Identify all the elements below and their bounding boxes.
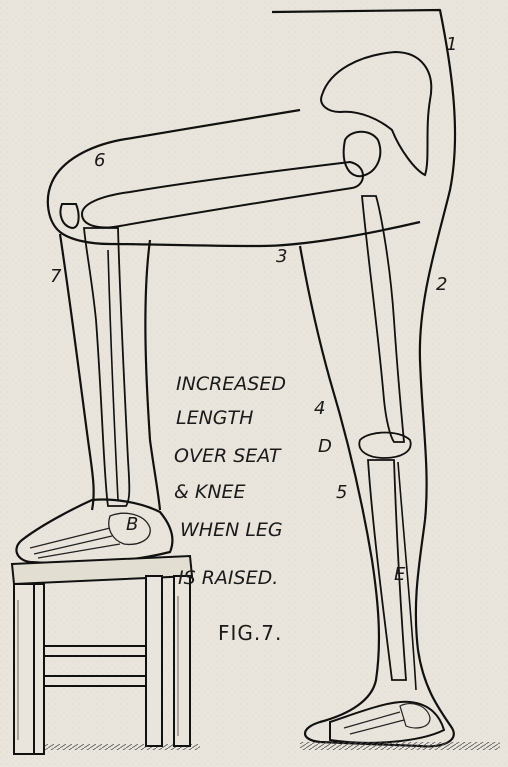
marker-2: 2: [436, 274, 447, 295]
marker-3: 3: [276, 246, 287, 267]
note-line: IS RAISED.: [178, 567, 278, 589]
marker-7: 7: [50, 266, 62, 287]
marker-4: 4: [314, 398, 325, 419]
marker-D: D: [318, 436, 332, 457]
floor-hatch: [300, 742, 500, 750]
marker-B: B: [126, 514, 138, 535]
note-line: OVER SEAT: [174, 445, 282, 467]
note-line: & KNEE: [174, 481, 246, 503]
marker-E: E: [394, 564, 406, 585]
marker-5: 5: [336, 482, 347, 503]
marker-1: 1: [446, 34, 457, 55]
figure-caption: FIG.7.: [218, 621, 282, 645]
note-line: LENGTH: [176, 407, 253, 429]
note-line: WHEN LEG: [180, 519, 283, 541]
note-line: INCREASED: [176, 373, 286, 395]
marker-6: 6: [94, 150, 105, 171]
